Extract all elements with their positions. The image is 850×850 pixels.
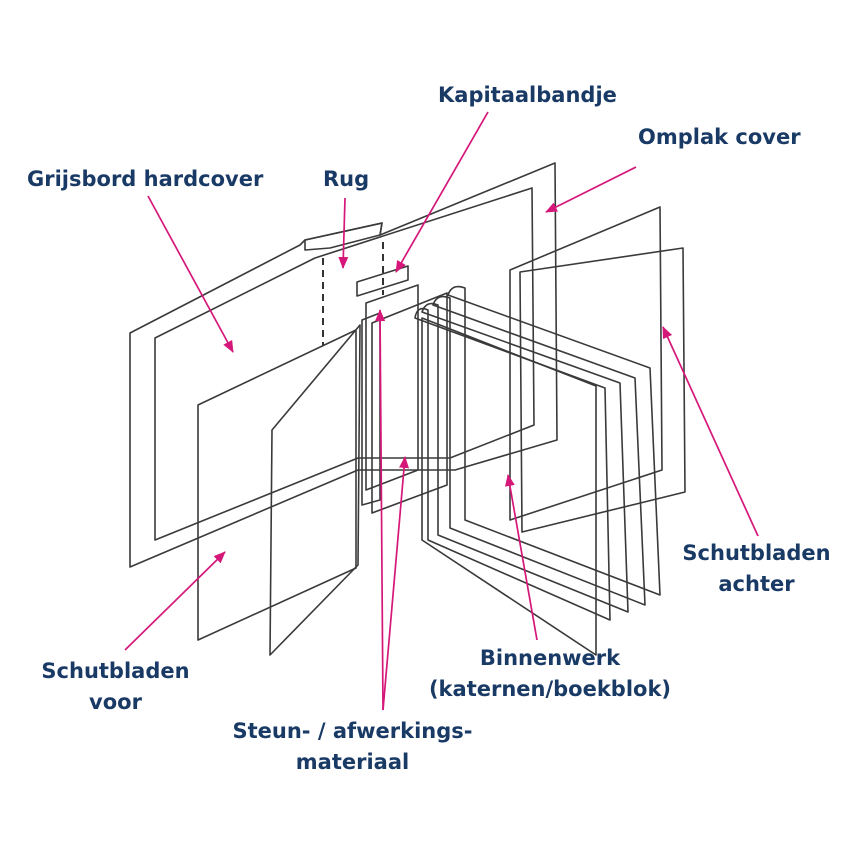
signature-1 [447,285,661,596]
leader-grijsbord [147,195,234,353]
label-binnenwerk: Binnenwerk (katernen/boekblok) [410,643,690,705]
leader-steun-1 [375,309,386,711]
label-steun-line-2: materiaal [295,750,410,774]
front-endpapers [197,324,361,656]
lining-blue [371,292,448,514]
signature-3 [421,302,629,613]
label-schutbladen-achter: Schutbladen achter [674,538,839,600]
label-schutbladen-voor-line-1: Schutbladen [41,659,190,683]
leader-rug [338,197,349,269]
leader-lines [124,111,759,711]
label-binnenwerk-line-2: (katernen/boekblok) [428,677,672,701]
back-endpaper-sheet-2 [519,247,686,533]
signature-4 [414,307,611,621]
label-schutbladen-achter-line-2: achter [718,572,795,596]
front-endpaper-sheet-1 [197,329,357,641]
leader-kapitaalbandje [395,111,489,273]
back-endpaper-sheet-1 [509,206,663,521]
front-endpaper-sheet-2 [269,324,361,656]
label-schutbladen-voor: Schutbladen voor [33,656,198,718]
leader-omplak-cover [545,166,637,213]
headband [356,265,409,297]
leader-schutbladen-achter [662,326,759,537]
label-steun-line-1: Steun- / afwerkings- [232,719,473,743]
leader-schutbladen-voor [124,551,226,651]
spine-top-flap [304,222,383,251]
leader-steun-2 [382,456,410,711]
lining-pink [365,284,419,491]
label-rug: Rug [323,167,370,191]
label-kapitaalbandje: Kapitaalbandje [438,83,617,107]
back-endpapers [509,206,686,533]
book-block [414,285,661,656]
label-binnenwerk-line-1: Binnenwerk [479,646,621,670]
book-block-front [421,317,597,656]
label-omplak-cover: Omplak cover [638,125,801,149]
spine-linings [361,284,448,514]
label-schutbladen-achter-line-1: Schutbladen [682,541,831,565]
label-steun-afwerkingsmateriaal: Steun- / afwerkings- materiaal [215,716,490,778]
lining-white-sheet [361,312,381,506]
label-grijsbord-hardcover: Grijsbord hardcover [27,167,264,191]
hardcover [129,162,558,568]
cover-wrap [129,162,558,568]
leader-binnenwerk [504,474,538,641]
label-schutbladen-voor-line-2: voor [89,690,142,714]
greyboard-panel [154,187,535,541]
signature-2 [432,295,646,606]
